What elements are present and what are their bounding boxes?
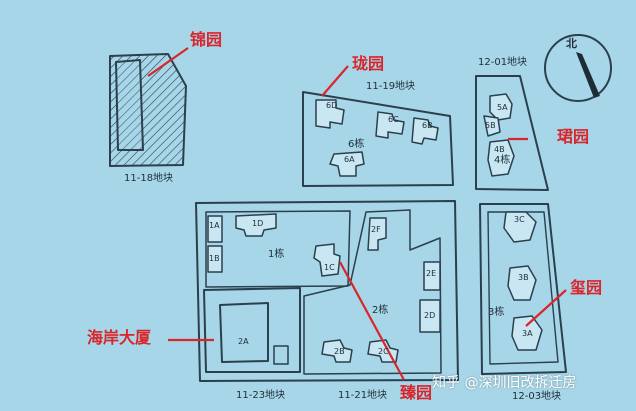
building-label-1b: 1B (209, 254, 220, 263)
parcel-label-11-23: 11-23地块 (236, 390, 286, 401)
plot-label-6: 6栋 (348, 139, 365, 150)
building-3a-footprint (511, 315, 543, 351)
parcel-11-18-boundary (109, 53, 187, 167)
callout-zhen-label: 臻园 (400, 383, 433, 402)
watermark-text: 知乎 @深圳旧改拆迁房 (432, 375, 577, 391)
building-1a-footprint (207, 215, 223, 243)
building-6d-footprint (315, 99, 345, 129)
building-label-5b: 5B (485, 121, 496, 130)
parcel-12-01-boundary (475, 75, 549, 191)
building-label-6c: 6C (388, 115, 399, 124)
compass-needle-icon (576, 52, 600, 98)
callout-xi-leader (525, 289, 567, 327)
building-label-6d: 6D (326, 101, 338, 110)
building-label-2d: 2D (424, 311, 436, 320)
parcel-11-19-boundary (302, 91, 454, 187)
building-5a-footprint (489, 93, 513, 121)
parcel-label-11-21: 11-21地块 (338, 390, 388, 401)
building-label-1d: 1D (252, 219, 264, 228)
building-label-6b: 6B (422, 121, 433, 130)
callout-long-label: 珑园 (352, 54, 385, 73)
callout-haian-label: 海岸大厦 (87, 328, 152, 347)
building-label-2c: 2C (378, 347, 389, 356)
building-label-2b: 2B (334, 347, 345, 356)
callout-xi-label: 玺园 (570, 278, 603, 297)
callout-zhen-leader (339, 261, 405, 381)
parcel-12-03-boundary (479, 203, 567, 375)
parcel-label-12-01: 12-01地块 (478, 57, 528, 68)
building-label-4b: 4B (494, 145, 505, 154)
plot-label-1: 1栋 (268, 249, 285, 260)
building-label-3c: 3C (514, 215, 525, 224)
building-1b-footprint (207, 245, 223, 273)
north-label: 北 (566, 37, 577, 50)
callout-long-leader (321, 65, 349, 97)
building-6b-footprint (411, 117, 439, 145)
callout-jun-label: 珺园 (557, 127, 590, 146)
building-3b-footprint (507, 265, 537, 301)
plot-2-boundary (303, 209, 442, 375)
building-label-1a: 1A (209, 221, 220, 230)
building-6c-footprint (375, 111, 405, 139)
building-5b-footprint (483, 115, 501, 137)
parcel-11-23-boundary (203, 287, 301, 373)
building-label-2e: 2E (426, 269, 437, 278)
building-label-1c: 1C (324, 263, 335, 272)
building-3c-footprint (503, 211, 537, 243)
building-1c-footprint (313, 243, 341, 277)
callout-jin-leader (147, 47, 189, 77)
parcel-label-11-19: 11-19地块 (366, 81, 416, 92)
plot-label-3: 3栋 (488, 307, 505, 318)
building-2e-footprint (423, 261, 441, 291)
parcel-label-11-18: 11-18地块 (124, 173, 174, 184)
building-6a-footprint (329, 151, 365, 177)
building-label-3b: 3B (518, 273, 529, 282)
building-1d-footprint (235, 213, 277, 237)
callout-jin-label: 锦园 (190, 30, 223, 49)
parcel-11-21-boundary (195, 200, 459, 382)
building-2f-footprint (367, 217, 387, 251)
plot-label-2: 2栋 (372, 305, 389, 316)
haian-annex-footprint (273, 345, 289, 365)
north-compass (544, 34, 612, 102)
building-label-6a: 6A (344, 155, 355, 164)
parcel-label-12-03: 12-03地块 (512, 391, 562, 402)
building-2b-footprint (321, 339, 353, 363)
building-label-5a: 5A (497, 103, 508, 112)
building-label-3a: 3A (522, 329, 533, 338)
parcel-11-18-inner-building (115, 59, 144, 151)
plot-label-4: 4栋 (494, 155, 511, 166)
building-label-2a: 2A (238, 337, 249, 346)
haian-tower-footprint (219, 302, 269, 363)
building-2d-footprint (419, 299, 441, 333)
building-label-2f: 2F (371, 225, 381, 234)
